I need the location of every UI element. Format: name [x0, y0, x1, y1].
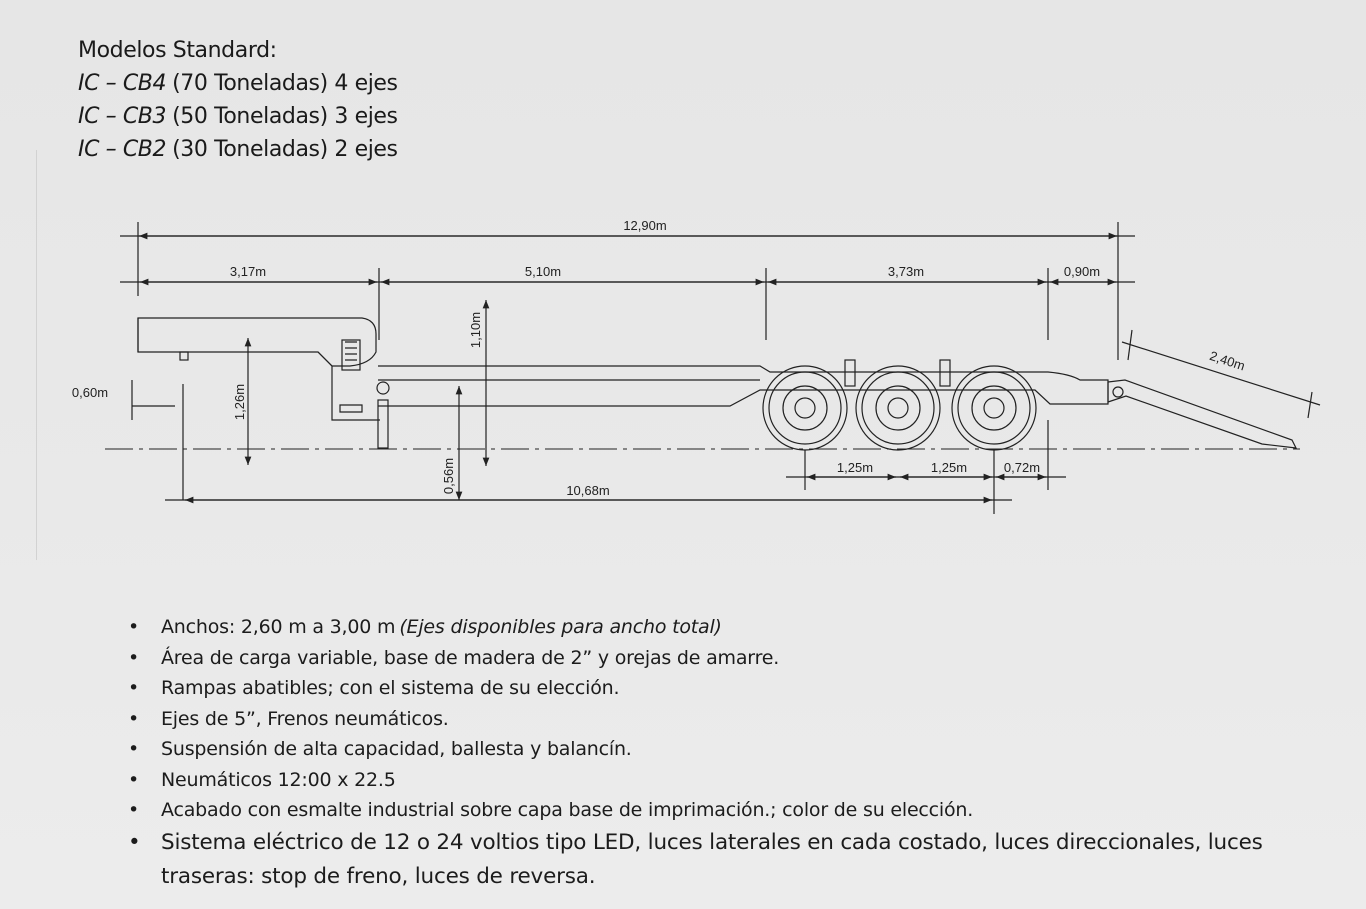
- spec-item: Rampas abatibles; con el sistema de su e…: [128, 673, 1268, 704]
- ramp: [1107, 379, 1298, 449]
- model-desc: (70 Toneladas) 4 ejes: [172, 71, 398, 96]
- spec-list: Anchos: 2,60 m a 3,00 m(Ejes disponibles…: [128, 612, 1268, 894]
- wheel-1: [762, 365, 848, 451]
- spec-item: Acabado con esmalte industrial sobre cap…: [128, 795, 1268, 826]
- model-line-cb2: IC – CB2(30 Toneladas) 2 ejes: [78, 133, 398, 166]
- dim-rear-overhang: 0,90m: [1064, 264, 1100, 279]
- models-title: Modelos Standard:: [78, 38, 277, 63]
- model-code: IC – CB4: [78, 71, 167, 96]
- spec-note: (Ejes disponibles para ancho total): [399, 616, 722, 638]
- left-edge-line: [36, 150, 37, 560]
- model-line-cb3: IC – CB3(50 Toneladas) 3 ejes: [78, 100, 398, 133]
- spec-item: Sistema eléctrico de 12 o 24 voltios tip…: [128, 826, 1268, 894]
- dim-kingpin-to-axle: 10,68m: [566, 483, 609, 498]
- dim-deck-height: 0,56m: [441, 458, 456, 494]
- model-desc: (50 Toneladas) 3 ejes: [172, 104, 398, 129]
- dim-deck: 5,10m: [525, 264, 561, 279]
- model-code: IC – CB2: [78, 137, 167, 162]
- spec-item: Área de carga variable, base de madera d…: [128, 643, 1268, 674]
- spec-text: Anchos: 2,60 m a 3,00 m: [161, 616, 396, 638]
- dim-axle-spacing-2: 1,25m: [931, 460, 967, 475]
- main-deck: [378, 365, 1109, 407]
- spec-item: Ejes de 5”, Frenos neumáticos.: [128, 704, 1268, 735]
- trailer-drawing: 12,90m 3,17m 5,10m 3,73m 0,90m 0,60m 1,2…: [72, 218, 1321, 514]
- dim-axle-spacing-1: 1,25m: [837, 460, 873, 475]
- wheel-3: [951, 365, 1037, 451]
- models-heading: Modelos Standard: IC – CB4(70 Toneladas)…: [78, 34, 398, 166]
- spec-item: Neumáticos 12:00 x 22.5: [128, 765, 1268, 796]
- model-code: IC – CB3: [78, 104, 167, 129]
- dim-gooseneck: 3,17m: [230, 264, 266, 279]
- model-desc: (30 Toneladas) 2 ejes: [172, 137, 398, 162]
- dim-kingpin-height: 0,60m: [72, 385, 108, 400]
- gooseneck: [137, 317, 377, 367]
- dim-ramp-length: 2,40m: [1208, 348, 1247, 373]
- dim-step-height: 1,10m: [468, 312, 483, 348]
- spec-item: Anchos: 2,60 m a 3,00 m(Ejes disponibles…: [128, 612, 1268, 643]
- dim-rear-axle-offset: 0,72m: [1004, 460, 1040, 475]
- dim-total-length: 12,90m: [623, 218, 666, 233]
- model-line-cb4: IC – CB4(70 Toneladas) 4 ejes: [78, 67, 398, 100]
- dim-gooseneck-height: 1,26m: [232, 384, 247, 420]
- dim-axle-section: 3,73m: [888, 264, 924, 279]
- spec-item: Suspensión de alta capacidad, ballesta y…: [128, 734, 1268, 765]
- wheel-2: [855, 365, 941, 451]
